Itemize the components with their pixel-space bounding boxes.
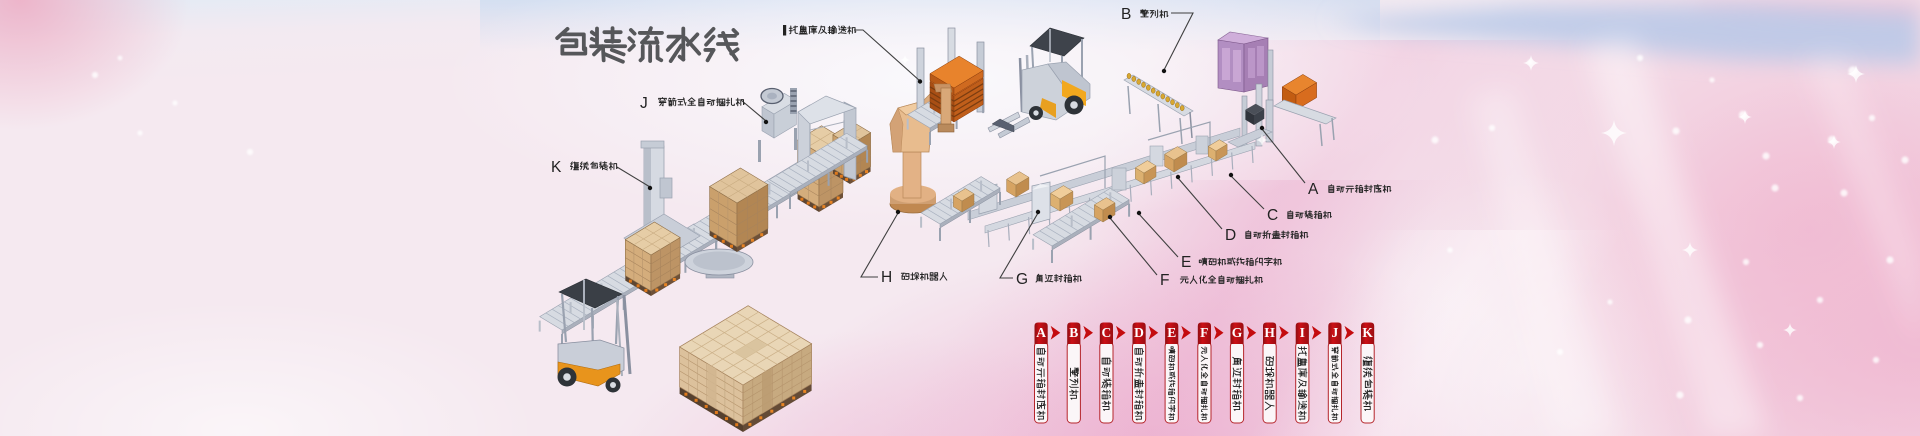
svg-text:G: G <box>1232 325 1243 340</box>
svg-text:K: K <box>551 159 562 176</box>
svg-text:D: D <box>1225 227 1236 244</box>
svg-text:B: B <box>1069 325 1078 340</box>
svg-text:F: F <box>1200 325 1208 340</box>
svg-text:J: J <box>640 95 648 112</box>
svg-text:J: J <box>1332 325 1339 340</box>
svg-text:K: K <box>1362 325 1373 340</box>
svg-text:A: A <box>1308 181 1319 198</box>
svg-text:F: F <box>1160 272 1169 289</box>
svg-text:H: H <box>881 269 892 286</box>
svg-text:D: D <box>1134 325 1144 340</box>
svg-text:C: C <box>1102 325 1112 340</box>
svg-text:I: I <box>1300 325 1305 340</box>
svg-text:H: H <box>1264 325 1275 340</box>
svg-text:A: A <box>1036 325 1046 340</box>
svg-text:G: G <box>1016 271 1028 288</box>
svg-text:C: C <box>1267 207 1278 224</box>
svg-text:E: E <box>1167 325 1176 340</box>
svg-text:B: B <box>1121 6 1131 23</box>
svg-text:E: E <box>1181 254 1191 271</box>
